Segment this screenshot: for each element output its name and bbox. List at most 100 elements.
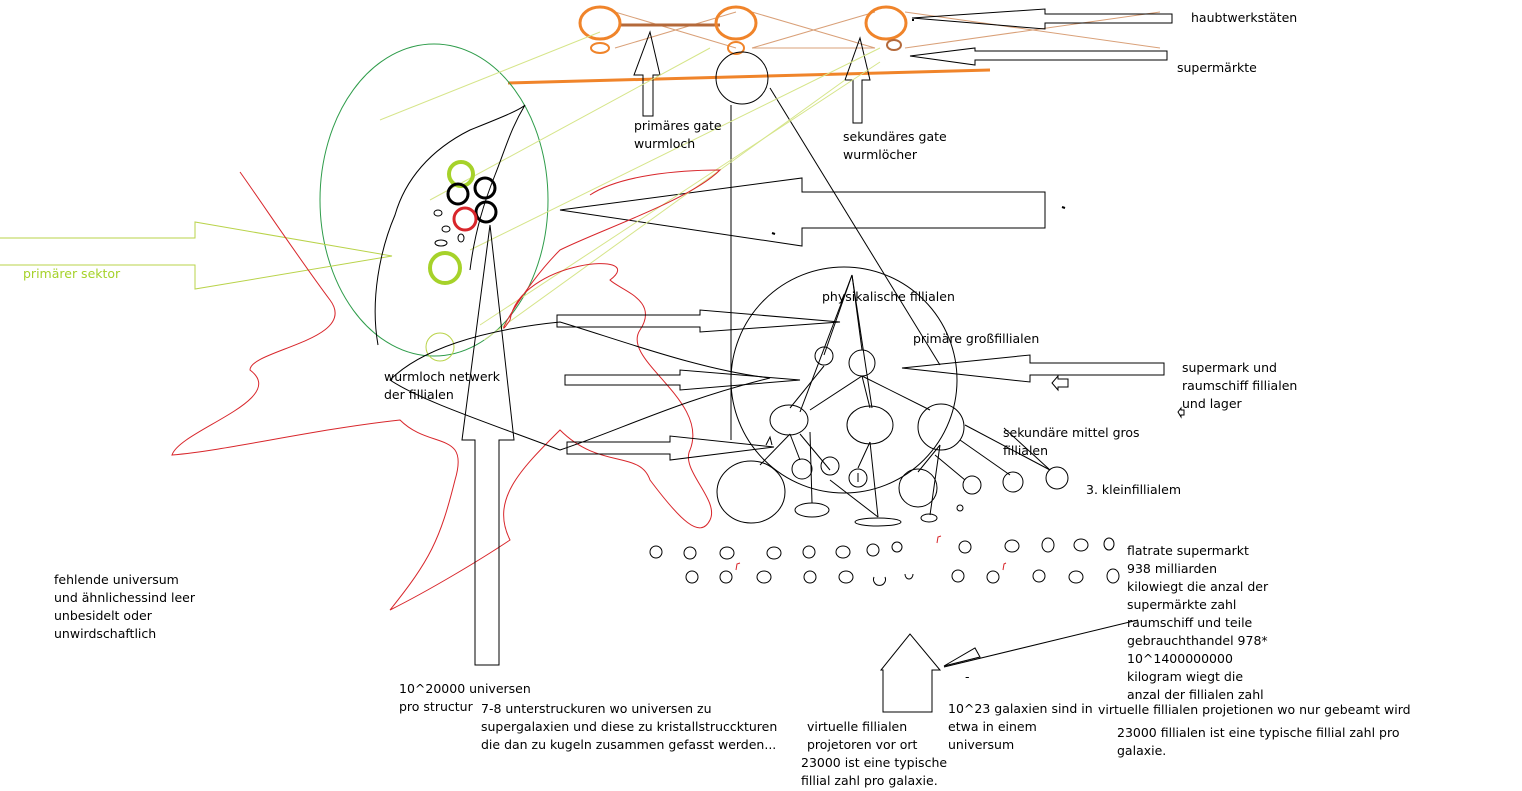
label-line: gebrauchthandel 978* <box>1127 633 1268 648</box>
label-line: projetoren vor ort <box>807 737 918 752</box>
sektor-crescent <box>374 104 526 346</box>
node-sec-3 <box>1045 466 1069 490</box>
orange-gate-circle-2 <box>714 5 758 41</box>
label-line: primäres gate <box>634 118 722 133</box>
haubtwerkstaeten-arrow <box>911 8 1173 30</box>
flatrate-pointer-line <box>943 619 1139 668</box>
node-small-b <box>820 456 840 476</box>
label-line: sekundäre mittel gros <box>1003 425 1140 440</box>
big-left-arrow <box>559 177 1046 247</box>
small-arrow-1 <box>1051 374 1069 392</box>
label-line: supergalaxien und diese zu kristallstruc… <box>481 719 777 734</box>
label-line: sekundäres gate <box>843 129 947 144</box>
virtuelle-projetoren-arrow <box>879 633 942 713</box>
label-flatrate: flatrate supermarkt 938 milliarden kilow… <box>1127 543 1272 702</box>
label-line: virtuelle fillialen <box>807 719 907 734</box>
label-primaeres-gate: primäres gate wurmloch <box>634 118 726 151</box>
label-primaere-grossfillialen: primäre großfillialen <box>913 331 1039 346</box>
label-dash: - <box>965 669 970 684</box>
network-arrow-1 <box>556 309 841 333</box>
label-sekundaeres-gate: sekundäres gate wurmlöcher <box>843 129 951 162</box>
node-tiny <box>956 504 964 512</box>
red-tick-marks <box>735 535 1007 571</box>
label-line: raumschiff fillialen <box>1182 378 1297 393</box>
sekundaeres-gate-arrow <box>844 36 871 124</box>
label-line: 23000 fillialen ist eine typische fillia… <box>1117 725 1399 740</box>
primaerer-sektor-ellipse <box>319 43 549 357</box>
node-right-big <box>898 468 938 508</box>
supermarkt-circle <box>715 51 769 105</box>
network-arrow-2 <box>564 369 801 391</box>
black-ring-1 <box>446 182 470 206</box>
universen-up-arrow <box>461 224 515 666</box>
node-small-c <box>848 468 868 488</box>
label-line: anzal der fillialen zahl <box>1127 687 1264 702</box>
flatrate-pointer-head <box>943 647 981 667</box>
label-line: fillial zahl pro galaxie. <box>801 773 938 788</box>
label-line: die dan zu kugeln zusammen gefasst werde… <box>481 737 776 752</box>
label-universen-pro-structur: 10^20000 universen pro structur <box>399 681 535 714</box>
label-line: wurmloch netwerk <box>384 369 501 384</box>
label-line: etwa in einem <box>948 719 1037 734</box>
node-oval-bottom-1 <box>794 502 830 518</box>
supermarkt-diagonal-line <box>769 87 941 366</box>
kleinfillialen-row-1 <box>649 537 1115 560</box>
primaeres-gate-arrow <box>633 30 661 117</box>
small-arrow-2 <box>1177 406 1185 419</box>
label-line: supermärkte zahl <box>1127 597 1236 612</box>
lime-ring-1 <box>447 160 475 188</box>
lime-ring-thin <box>425 332 455 362</box>
label-line: wurmloch <box>634 136 695 151</box>
label-supermark-raumschiff: supermark und raumschiff fillialen und l… <box>1182 360 1301 411</box>
small-oval-4 <box>457 233 465 243</box>
label-line: raumschiff und teile <box>1127 615 1253 630</box>
label-line: pro structur <box>399 699 474 714</box>
gate-orange-lines <box>614 11 1161 49</box>
label-line: der fillialen <box>384 387 454 402</box>
label-line: 10^23 galaxien sind in <box>948 701 1093 716</box>
network-arrow-3 <box>566 435 775 461</box>
primaerer-sektor-arrow <box>0 221 393 290</box>
tree-node-mid <box>848 349 876 377</box>
label-line: 23000 ist eine typische <box>801 755 947 770</box>
small-oval-1 <box>433 209 443 217</box>
node-tiny-mark <box>765 435 773 446</box>
label-line: kilogram wiegt die <box>1127 669 1243 684</box>
orange-gate-circle-small-2 <box>727 41 745 55</box>
label-supermaerkte: supermärkte <box>1177 60 1257 75</box>
node-small-a <box>791 458 813 480</box>
black-ring-3 <box>474 200 498 224</box>
label-line: und lager <box>1182 396 1243 411</box>
label-line: fillialen <box>1003 443 1048 458</box>
node-oval-bottom-2 <box>854 517 902 527</box>
label-line: 10^1400000000 <box>1127 651 1233 666</box>
label-line: kilowiegt die anzal der <box>1127 579 1269 594</box>
label-virtuelle-projetoren: virtuelle fillialen projetoren vor ort 2… <box>801 719 951 788</box>
label-line: universum <box>948 737 1014 752</box>
label-line: wurmlöcher <box>843 147 918 162</box>
yellow-green-lines <box>379 31 881 341</box>
label-haubtwerkstaeten: haubtwerkstäten <box>1191 10 1297 25</box>
label-line: 938 milliarden <box>1127 561 1217 576</box>
label-fillialen-23000: 23000 fillialen ist eine typische fillia… <box>1117 725 1403 758</box>
lime-ring-2 <box>428 251 462 285</box>
label-virtuelle-projetionen: virtuelle fillialen projetionen wo nur g… <box>1098 702 1411 717</box>
tree-node-top <box>814 346 834 366</box>
label-line: 7-8 unterstruckuren wo universen zu <box>481 701 712 716</box>
small-oval-2 <box>441 225 451 233</box>
orange-gate-circle-small-3 <box>886 39 902 51</box>
kleinfillialen-row-2 <box>685 568 1120 586</box>
supermark-raumschiff-arrow <box>901 354 1165 383</box>
label-line: und ähnlichessind leer <box>54 590 196 605</box>
orange-gate-circle-3 <box>864 5 908 41</box>
label-fehlende-universum: fehlende universum und ähnlichessind lee… <box>54 572 199 641</box>
physikalische-fillialen-circle <box>730 266 958 494</box>
label-line: 10^20000 universen <box>399 681 531 696</box>
label-line: galaxie. <box>1117 743 1166 758</box>
label-physikalische-fillialen: physikalische fillialen <box>822 289 955 304</box>
black-ring-2 <box>473 176 497 200</box>
tree-node-right <box>917 403 965 451</box>
small-oval-3 <box>434 239 448 247</box>
label-line: supermark und <box>1182 360 1277 375</box>
